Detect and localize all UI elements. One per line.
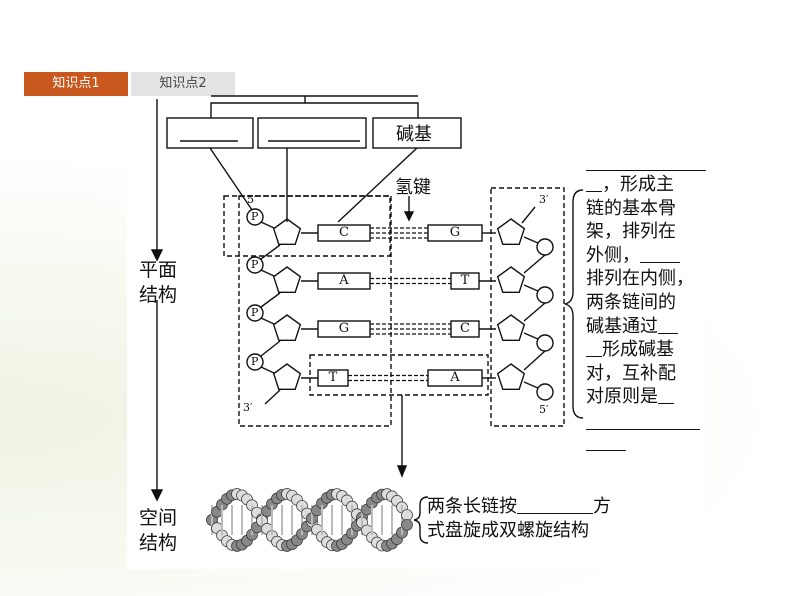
side-text-6: 两条链间的 (586, 291, 676, 313)
side-text-3: 架，排列在 (586, 221, 676, 243)
dashed-left-backbone (238, 195, 392, 427)
base-label-left: G (338, 321, 350, 336)
deoxyribose-pentagon-right (496, 218, 526, 246)
side-text-4: 外侧， (586, 244, 640, 266)
bottom-text-3: 式盘旋成双螺旋结构 (427, 520, 589, 541)
phosphate-label: P (251, 355, 259, 368)
side-text-1: ，形成主 (602, 174, 674, 195)
base-label-left: A (339, 273, 349, 288)
bottom-text-2: 方 (593, 496, 611, 517)
diagram-panel (127, 99, 707, 569)
tab-knowledge-point-2[interactable]: 知识点2 (131, 72, 235, 96)
blank-line[interactable] (586, 150, 706, 171)
phosphate-circle (246, 256, 264, 274)
arrow-head-plane (150, 249, 164, 262)
helix-atom (401, 509, 413, 521)
bottom-brace (413, 496, 429, 544)
bottom-text-1: 两条长链按 (427, 496, 517, 517)
arrow-head-space (150, 489, 164, 502)
deoxyribose-pentagon (272, 314, 302, 341)
side-text-7: 碱基通过 (586, 315, 658, 337)
blank[interactable] (658, 385, 674, 405)
base-label-left: T (328, 370, 338, 385)
deoxyribose-pentagon-right (496, 314, 526, 341)
blank[interactable] (658, 315, 678, 334)
base-label: 碱基 (396, 124, 432, 145)
tab-knowledge-point-1[interactable]: 知识点1 (24, 72, 128, 96)
spatial-structure-description: 两条长链按 方 式盘旋成双螺旋结构 (427, 495, 667, 543)
base-label-left: C (339, 225, 349, 240)
top-bracket (210, 102, 419, 118)
deoxyribose-pentagon-right (496, 266, 526, 293)
phosphate-circle-right (536, 238, 554, 256)
deoxyribose-pentagon (272, 363, 302, 390)
base-label-right: G (449, 225, 461, 240)
dashed-base-pair-box (309, 354, 489, 396)
phosphate-label: P (251, 210, 259, 223)
blank-line[interactable] (586, 409, 700, 430)
side-description: ，形成主 链的基本骨 架，排列在 外侧， 排列在内侧， 两条链间的 碱基通过 形… (586, 150, 706, 456)
side-text-2: 链的基本骨 (586, 197, 676, 219)
plane-structure-label-1: 平面 (139, 259, 178, 281)
base-box-left (317, 369, 349, 387)
phosphate-circle (246, 208, 264, 226)
blank[interactable] (586, 338, 602, 358)
plane-structure-label-2: 结构 (139, 284, 178, 306)
five-prime-label-right: 5′ (539, 403, 549, 416)
helix-atom (401, 519, 413, 531)
three-prime-label-left: 3′ (243, 401, 253, 414)
phosphate-label: P (251, 258, 259, 271)
space-structure-label-2: 结构 (139, 532, 178, 554)
side-text-10: 对原则是 (586, 386, 658, 408)
three-prime-label-right: 3′ (539, 193, 549, 206)
side-text-5: 排列在内侧， (586, 268, 694, 290)
blank[interactable] (586, 432, 626, 451)
space-structure-label-1: 空间 (139, 507, 178, 529)
phosphate-label: P (251, 306, 259, 319)
phosphate-circle-right (536, 334, 554, 352)
side-brace (564, 189, 584, 419)
phosphate-circle-right (536, 286, 554, 304)
phosphate-circle (246, 304, 264, 322)
top-box-1 (166, 117, 254, 149)
base-label-right: T (460, 273, 470, 288)
base-label-right: A (450, 370, 460, 385)
deoxyribose-pentagon (272, 266, 302, 293)
five-prime-label-left: 5′ (247, 193, 257, 206)
top-box-2 (257, 117, 367, 149)
base-box-left (317, 272, 371, 290)
base-label-right: C (460, 321, 470, 336)
dashed-right-backbone (490, 187, 565, 427)
phosphate-circle-right (536, 383, 554, 401)
deoxyribose-pentagon (272, 218, 302, 246)
side-text-8: 形成碱基 (602, 339, 674, 361)
deoxyribose-pentagon-right (496, 363, 526, 390)
blank[interactable] (517, 495, 593, 514)
blank[interactable] (640, 244, 680, 263)
hydrogen-bond-label: 氢键 (395, 177, 431, 198)
side-text-9: 对，互补配 (586, 362, 676, 384)
double-helix-model (206, 488, 413, 552)
phosphate-circle (246, 353, 264, 371)
blank[interactable] (586, 173, 602, 192)
